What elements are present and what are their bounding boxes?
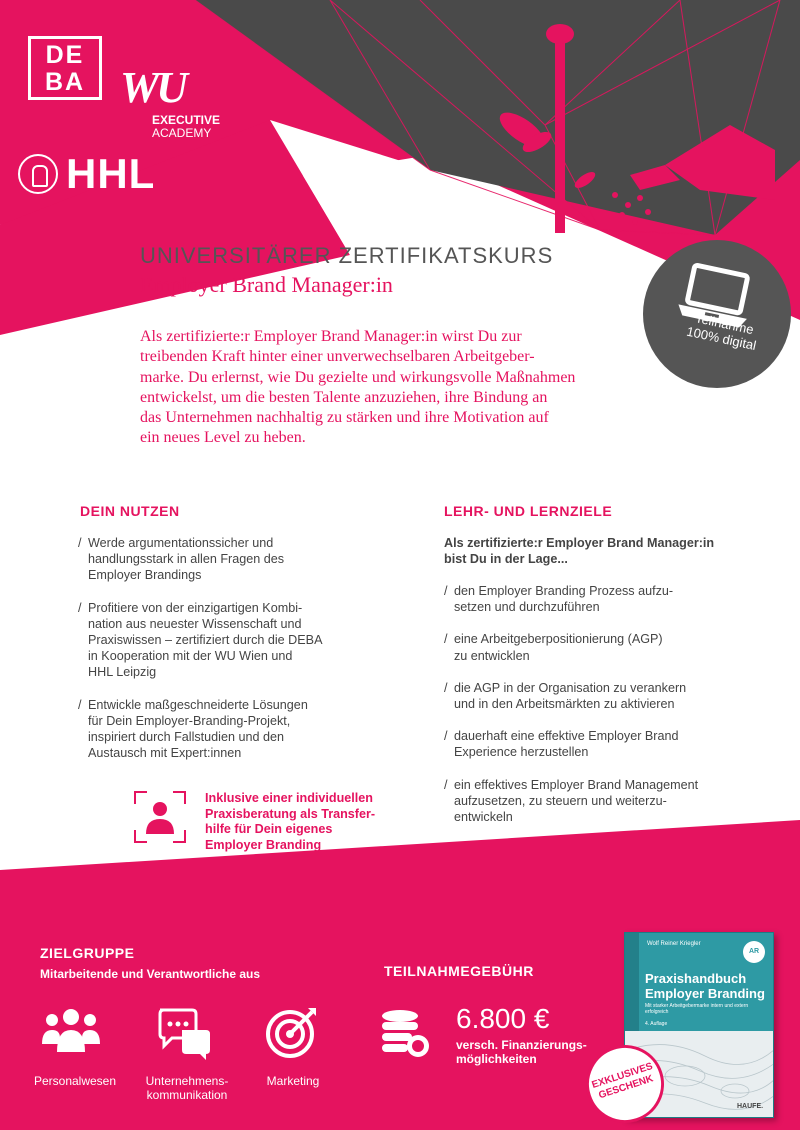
list-item: ein effektives Employer Brand Management… [444, 777, 734, 826]
plant-illustration [499, 24, 596, 233]
intro-line: Als zertifizierte:r Employer Brand Manag… [140, 328, 522, 345]
group-icon [42, 1009, 100, 1052]
coaching-line: hilfe für Dein eigenes [205, 822, 333, 836]
target-group-label: Unternehmens- kommunikation [132, 1074, 242, 1102]
list-line: und in den Arbeitsmärkten zu aktivieren [454, 697, 675, 712]
book-title-line: Employer Branding [645, 986, 765, 1001]
list-line: Entwickle maßgeschneiderte Lösungen [88, 697, 308, 712]
publisher-logo: HAUFE. [737, 1103, 764, 1110]
list-line: aufzusetzen, zu steuern und weiterzu- [454, 793, 667, 808]
list-line: inspiriert durch Fallstudien und den [88, 730, 285, 745]
target-group-label: Personalwesen [30, 1074, 120, 1088]
coins-icon [382, 1010, 429, 1057]
book-title: Praxishandbuch Employer Branding [645, 971, 769, 1001]
watering-can-illustration [612, 125, 775, 225]
fee-heading: TEILNAHMEGEBÜHR [384, 963, 534, 979]
list-item: dauerhaft eine effektive Employer Brand … [444, 728, 734, 760]
list-line: ein effektives Employer Brand Management [454, 777, 699, 792]
list-line: eine Arbeitgeberpositionierung (AGP) [454, 632, 663, 647]
book-author: Wolf Reiner Kriegler [647, 941, 701, 947]
person-frame-icon [134, 791, 186, 843]
fee-amount: 6.800 € [456, 1003, 550, 1034]
target-label-line: kommunikation [146, 1088, 228, 1102]
goals-intro-line: bist Du in der Lage... [444, 552, 568, 567]
deba-logo: DE BA [28, 36, 102, 100]
intro-line: treibenden Kraft hinter einer unverwechs… [140, 348, 535, 366]
target-label-line: Personalwesen [33, 1074, 117, 1088]
intro-line: marke. Du erlernst, wie Du gezielte und … [140, 368, 576, 386]
course-title: Employer Brand Manager:in [140, 272, 393, 297]
fee-note-line: versch. Finanzierungs- [456, 1038, 587, 1052]
coaching-line: Praxisberatung als Transfer- [205, 806, 376, 821]
list-item: den Employer Branding Prozess aufzu- set… [444, 583, 734, 615]
list-line: HHL Leipzig [88, 665, 157, 680]
wu-sub-line-1: EXECUTIVE [152, 113, 221, 127]
book-title-line: Praxishandbuch [645, 971, 747, 986]
list-item: Entwickle maßgeschneiderte Lösungen für … [78, 697, 348, 762]
ar-label: AR [748, 948, 760, 955]
target-label-line: Unternehmens- [145, 1074, 229, 1088]
goals-heading: LEHR- UND LERNZIELE [444, 503, 613, 519]
benefits-list: Werde argumentationssicher und handlungs… [78, 535, 348, 777]
list-line: Werde argumentationssicher und [88, 536, 274, 550]
wu-sub-line-2: ACADEMY [152, 126, 212, 140]
fee-note-line: möglichkeiten [456, 1052, 537, 1066]
book-subtitle: Mit starker Arbeitgebermarke intern und … [645, 1003, 749, 1015]
hhl-text: HHL [66, 150, 156, 197]
coaching-line: Employer Branding [205, 837, 322, 852]
course-intro: Als zertifizierte:r Employer Brand Manag… [140, 327, 660, 449]
target-icon [266, 1008, 316, 1058]
list-line: den Employer Branding Prozess aufzu- [454, 584, 674, 598]
benefits-heading: DEIN NUTZEN [80, 503, 180, 519]
list-item: Werde argumentationssicher und handlungs… [78, 535, 348, 584]
list-item: eine Arbeitgeberpositionierung (AGP) zu … [444, 631, 734, 663]
list-line: zu entwicklen [454, 648, 530, 663]
intro-line: das Unternehmen nachhaltig zu stärken un… [140, 409, 549, 427]
list-line: Praxiswissen – zertifiziert durch die DE… [88, 633, 323, 648]
list-line: setzen und durchzuführen [454, 600, 600, 615]
intro-line: entwickelst, um die besten Talente anzuz… [140, 388, 548, 406]
list-item: Profitiere von der einzigartigen Kombi- … [78, 600, 348, 681]
list-item: die AGP in der Organisation zu verankern… [444, 680, 734, 712]
target-group-heading: ZIELGRUPPE [40, 945, 135, 961]
goals-list: den Employer Branding Prozess aufzu- set… [444, 583, 734, 841]
target-group-sub: Mitarbeitende und Verantwortliche aus [40, 967, 261, 981]
deba-logo-line-2: BA [44, 68, 86, 96]
chat-bubbles-icon [158, 1008, 210, 1060]
list-line: entwickeln [454, 810, 513, 825]
target-label-line: Marketing [266, 1074, 320, 1088]
list-line: Experience herzustellen [454, 745, 589, 760]
goals-intro-line: Als zertifizierte:r Employer Brand Manag… [444, 536, 715, 550]
hhl-logo: HHL [18, 150, 155, 198]
book-edition: 4. Auflage [645, 1021, 668, 1027]
wu-executive-academy-logo: WU EXECUTIVE ACADEMY [120, 66, 220, 140]
coaching-line: Inklusive einer individuellen [205, 791, 373, 805]
deba-logo-line-1: DE [45, 41, 85, 69]
wu-mark: WU [120, 63, 188, 112]
list-line: dauerhaft eine effektive Employer Brand [454, 729, 679, 744]
list-line: in Kooperation mit der WU Wien und [88, 649, 293, 664]
intro-line: ein neues Level zu heben. [140, 429, 306, 447]
list-line: Employer Brandings [88, 568, 202, 583]
goals-intro: Als zertifizierte:r Employer Brand Manag… [444, 535, 744, 567]
course-kicker: UNIVERSITÄRER ZERTIFIKATSKURS [140, 243, 554, 268]
list-line: nation aus neuester Wissenschaft und [88, 616, 302, 631]
fee-note: versch. Finanzierungs- möglichkeiten [456, 1038, 606, 1066]
target-group-label: Marketing [248, 1074, 338, 1088]
laptop-icon [678, 263, 750, 328]
digital-participation-badge: Teilnahme 100% digital [643, 240, 791, 388]
list-line: Austausch mit Expert:innen [88, 746, 242, 761]
ar-icon: AR [743, 941, 765, 963]
coaching-note: Inklusive einer individuellen Praxisbera… [205, 791, 405, 853]
hhl-seal-icon [18, 154, 58, 194]
list-line: Profitiere von der einzigartigen Kombi- [88, 600, 303, 615]
list-line: handlungsstark in allen Fragen des [88, 552, 285, 567]
list-line: die AGP in der Organisation zu verankern [454, 680, 687, 695]
list-line: für Dein Employer-Branding-Projekt, [88, 713, 291, 728]
